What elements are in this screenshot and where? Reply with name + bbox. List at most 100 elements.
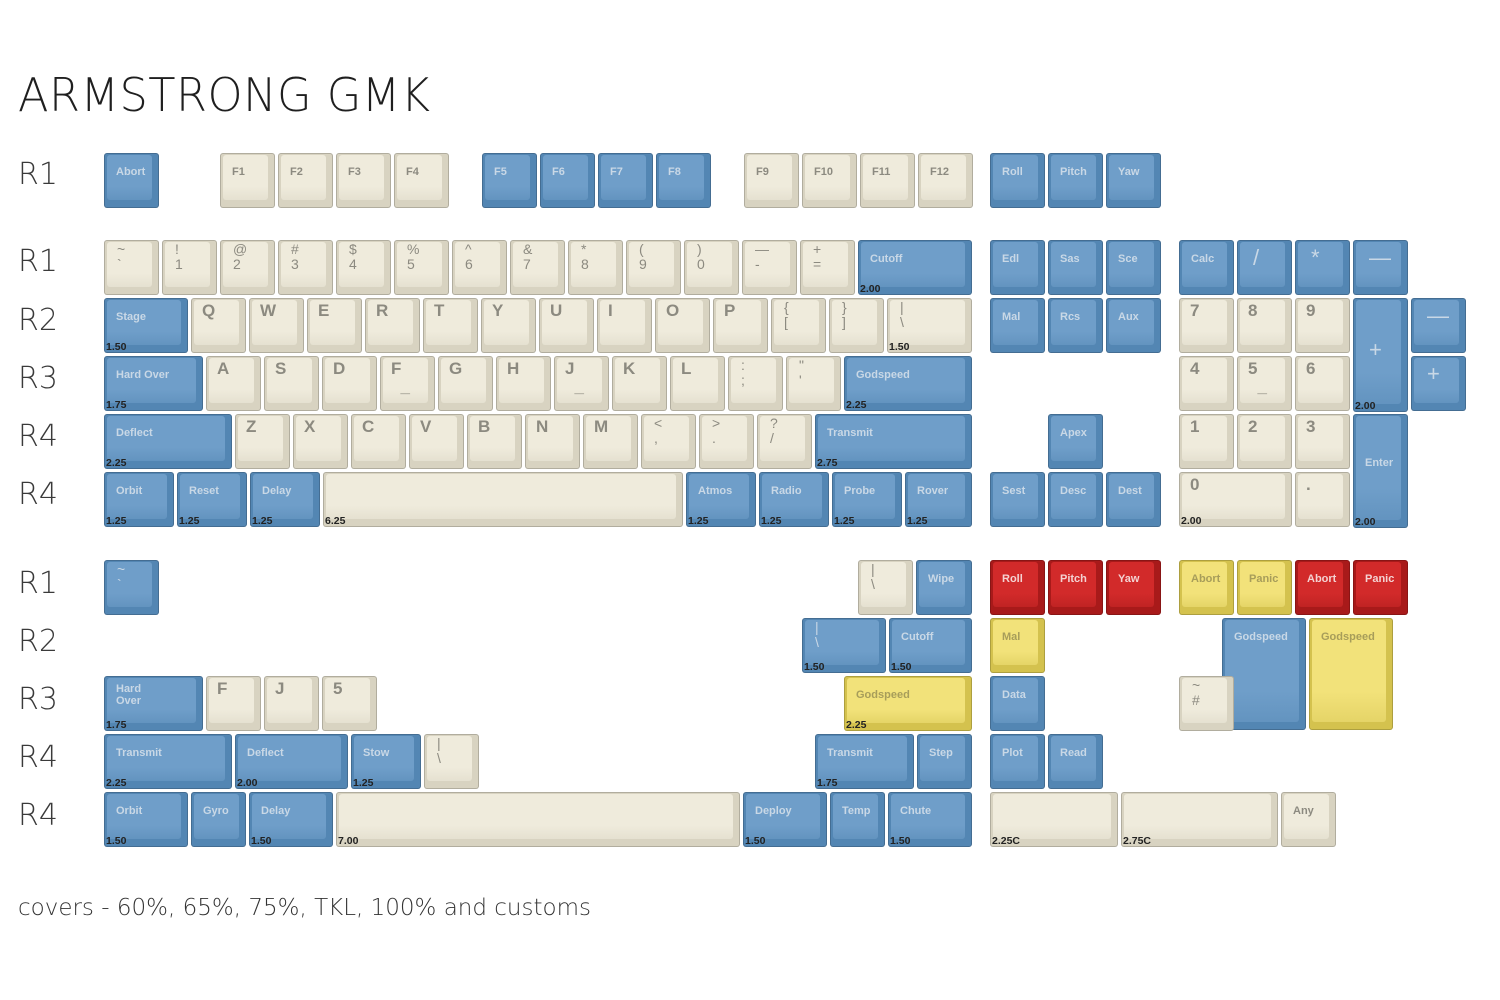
- keycap: Calc: [1179, 240, 1234, 295]
- keycap: Panic: [1353, 560, 1408, 615]
- keycap-size-label: 1.25: [688, 515, 709, 527]
- keycap-legend: Aux: [1118, 311, 1139, 323]
- keycap: Yaw: [1106, 560, 1161, 615]
- keycap: 5 _: [1237, 356, 1292, 411]
- keycap-legend: —: [1369, 245, 1391, 270]
- keycap-legend: G: [449, 359, 463, 378]
- keycap-top: [485, 155, 530, 200]
- keycap-legend: Godspeed: [1234, 631, 1288, 643]
- keycap-top: [1414, 300, 1459, 345]
- keycap: H: [496, 356, 551, 411]
- keycap-top: [1225, 620, 1299, 722]
- keycap: F3: [336, 153, 391, 208]
- keycap: Roll: [990, 153, 1045, 208]
- keycap-legend: Temp: [842, 805, 871, 817]
- keycap-legend: Pitch: [1060, 166, 1087, 178]
- keycap: | \: [424, 734, 479, 789]
- keycap-legend: Transmit: [827, 747, 873, 759]
- keycap-top: [1240, 300, 1285, 345]
- keycap-top: [1298, 358, 1343, 403]
- keycap-top: [731, 358, 776, 403]
- keycap-legend: Z: [246, 417, 257, 436]
- keycap-top: [847, 358, 965, 403]
- keycap-top: [993, 155, 1038, 200]
- keycap: F10: [802, 153, 857, 208]
- keycap-size-label: 1.75: [106, 719, 127, 731]
- keycap-top: [354, 416, 399, 461]
- keycap: ^ 6: [452, 240, 507, 295]
- row-label: R4: [18, 419, 58, 454]
- keycap-top: [644, 416, 689, 461]
- keycap: Desc: [1048, 472, 1103, 527]
- keycap-legend: O: [666, 301, 680, 320]
- keycap-top: [253, 474, 313, 519]
- keycap: + =: [800, 240, 855, 295]
- keycap: F11: [860, 153, 915, 208]
- keycap-legend: Delay: [261, 805, 291, 817]
- keycap-top: [325, 358, 370, 403]
- keycap-legend: Hard Over: [116, 683, 142, 707]
- keycap-legend: " ': [799, 357, 804, 388]
- keycap-top: [1109, 300, 1154, 345]
- keycap-legend: ~ #: [1192, 677, 1201, 708]
- keycap-legend: Deflect: [116, 427, 153, 439]
- keycap-legend: +: [1369, 337, 1382, 362]
- keycap-legend: N: [536, 417, 549, 436]
- keycap-size-label: 2.00: [1355, 516, 1376, 528]
- keycap-size-label: 1.25: [907, 515, 928, 527]
- keycap-top: [499, 358, 544, 403]
- keycap-legend: 2: [1248, 417, 1258, 436]
- keycap-legend: % 5: [407, 241, 420, 272]
- keycap-legend: 0: [1190, 475, 1200, 494]
- keycap: —: [1411, 298, 1466, 353]
- keycap-size-label: 1.25: [252, 515, 273, 527]
- keycap-legend: F3: [348, 166, 361, 178]
- keycap-top: [1182, 474, 1285, 519]
- keycap-top: [107, 474, 167, 519]
- keycap-legend: —: [1427, 303, 1449, 328]
- keycap-size-label: 2.25C: [992, 835, 1021, 847]
- keycap-legend: J: [275, 679, 285, 698]
- keycap-legend: ) 0: [697, 241, 705, 272]
- keycap: Z: [235, 414, 290, 469]
- keycap-top: [673, 358, 718, 403]
- keycap-legend: Gyro: [203, 805, 229, 817]
- keycap: Gyro: [191, 792, 246, 847]
- keycap-legend: Q: [202, 301, 216, 320]
- keycap-legend: Cutoff: [901, 631, 934, 643]
- keycap: { [: [771, 298, 826, 353]
- keycap-legend: Wipe: [928, 573, 955, 585]
- keycap-size-label: 1.50: [745, 835, 766, 847]
- keycap: — -: [742, 240, 797, 295]
- keycap-top: [107, 358, 196, 403]
- keycap-top: [267, 678, 312, 723]
- keycap-legend: V: [420, 417, 432, 436]
- keycap-legend: C: [362, 417, 375, 436]
- keycap-size-label: 1.50: [889, 341, 910, 353]
- keycap-size-label: 1.75: [106, 399, 127, 411]
- keycap-top: [441, 358, 486, 403]
- keycap-legend: F1: [232, 166, 245, 178]
- keycap-top: [1298, 474, 1343, 519]
- keycap-top: [716, 300, 761, 345]
- keycap: 8: [1237, 298, 1292, 353]
- keycap-legend: ~ `: [117, 241, 126, 272]
- keycap-legend: P: [724, 301, 736, 320]
- keycap-top: [223, 242, 268, 287]
- keycap-size-label: 1.50: [106, 341, 127, 353]
- keycap-legend: E: [318, 301, 330, 320]
- keycap-top: [629, 242, 674, 287]
- row-label: R2: [18, 624, 58, 659]
- row-label: R3: [18, 361, 58, 396]
- keycap-top: [1051, 300, 1096, 345]
- keycap: Godspeed: [1309, 618, 1393, 730]
- keycap: " ': [786, 356, 841, 411]
- keycap-legend: D: [333, 359, 346, 378]
- keycap-legend: Stow: [363, 747, 390, 759]
- keycap: N: [525, 414, 580, 469]
- keycap-size-label: 2.25: [846, 399, 867, 411]
- keycap-legend: F8: [668, 166, 681, 178]
